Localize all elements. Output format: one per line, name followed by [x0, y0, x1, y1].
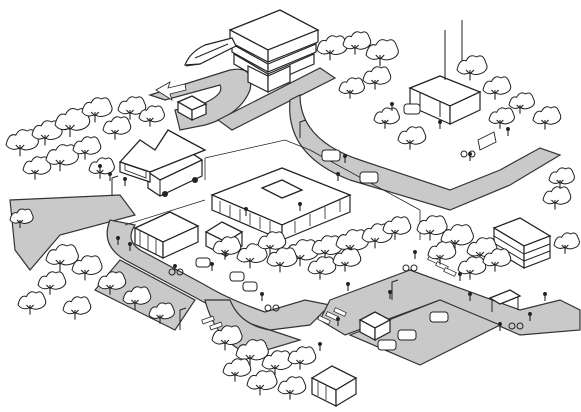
tree-icon: [37, 271, 67, 295]
person-figure: [116, 236, 120, 245]
person-figure: [318, 342, 322, 351]
tree-icon: [211, 325, 243, 351]
tree-icon: [508, 92, 535, 114]
person-figure: [388, 290, 392, 299]
tree-icon: [138, 105, 165, 127]
road-sign-right: [477, 131, 497, 151]
tree-icon: [102, 116, 132, 140]
tree-icon: [62, 296, 92, 320]
tree-icon: [456, 55, 488, 81]
person-figure: [210, 262, 214, 271]
tree-icon: [246, 370, 278, 396]
tree-icon: [45, 244, 79, 272]
person-figure: [343, 154, 347, 163]
tree-icon: [373, 107, 400, 129]
car-icon: [195, 103, 449, 351]
bottom-building-icon: [310, 365, 358, 408]
bike-shelter-icon: [488, 289, 522, 312]
person-figure: [458, 272, 462, 281]
tree-icon: [365, 39, 399, 67]
tree-icon: [342, 31, 372, 55]
tree-icon: [81, 97, 113, 123]
tree-icon: [553, 232, 580, 254]
person-figure: [390, 102, 394, 111]
tree-icon: [72, 136, 102, 160]
tree-icon: [332, 248, 362, 272]
tree-group: [5, 31, 580, 400]
tree-icon: [277, 376, 307, 400]
tree-icon: [222, 358, 252, 382]
tree-icon: [122, 286, 152, 310]
person-figure: [260, 292, 264, 301]
tree-icon: [212, 236, 242, 260]
person-figure: [244, 207, 248, 216]
tree-icon: [257, 231, 287, 255]
tree-icon: [457, 256, 487, 280]
main-campus-building-icon: [210, 167, 352, 241]
person-figure: [336, 317, 340, 326]
tree-icon: [440, 224, 474, 252]
tree-icon: [97, 271, 127, 295]
tower-ramp: [216, 67, 337, 131]
tree-icon: [532, 106, 562, 130]
person-figure: [123, 177, 127, 186]
sawtooth-roof-building-icon: [118, 129, 207, 183]
tree-icon: [397, 126, 427, 150]
person-figure: [413, 250, 417, 259]
tree-icon: [261, 350, 293, 376]
person-icon: [98, 102, 547, 351]
tree-icon: [338, 77, 365, 99]
tower-building-icon: [228, 9, 320, 93]
road-arrow-upper: [155, 81, 187, 101]
person-figure: [298, 202, 302, 211]
bicycle-icon: [168, 150, 524, 330]
right-upper-road: [289, 94, 562, 211]
person-figure: [528, 312, 532, 321]
person-figure: [468, 292, 472, 301]
kiosk-building-icon: [176, 95, 208, 122]
person-figure: [498, 322, 502, 331]
train-icon: [184, 37, 237, 67]
right-stacked-building-icon: [492, 217, 552, 270]
tree-icon: [466, 237, 498, 263]
tree-icon: [117, 96, 147, 120]
top-right-building-icon: [408, 75, 482, 125]
tree-icon: [71, 255, 103, 281]
tree-icon: [307, 256, 337, 280]
tree-icon: [9, 208, 34, 228]
tree-icon: [416, 215, 448, 241]
street-lamps: [111, 119, 399, 330]
tree-icon: [488, 107, 515, 129]
tree-icon: [382, 216, 412, 240]
left-road: [9, 194, 137, 271]
tree-icon: [148, 302, 175, 324]
tree-icon: [482, 248, 512, 272]
tree-icon: [17, 291, 47, 315]
tree-icon: [427, 241, 457, 265]
person-figure: [506, 127, 510, 136]
person-figure: [543, 292, 547, 301]
person-figure: [98, 164, 102, 173]
tree-icon: [316, 35, 348, 61]
tree-icon: [311, 235, 343, 261]
tree-icon: [362, 66, 392, 90]
tree-icon: [236, 243, 268, 269]
person-figure: [336, 172, 340, 181]
tree-icon: [482, 76, 512, 100]
pavilion-building-icon: [133, 211, 200, 259]
person-figure: [108, 172, 112, 181]
tree-icon: [542, 186, 572, 210]
person-figure: [438, 120, 442, 129]
tree-icon: [548, 167, 575, 189]
person-figure: [346, 282, 350, 291]
tree-icon: [235, 339, 269, 367]
tree-icon: [287, 346, 317, 370]
person-figure: [128, 242, 132, 251]
booth-building-icon: [358, 311, 392, 341]
tree-icon: [266, 247, 298, 273]
